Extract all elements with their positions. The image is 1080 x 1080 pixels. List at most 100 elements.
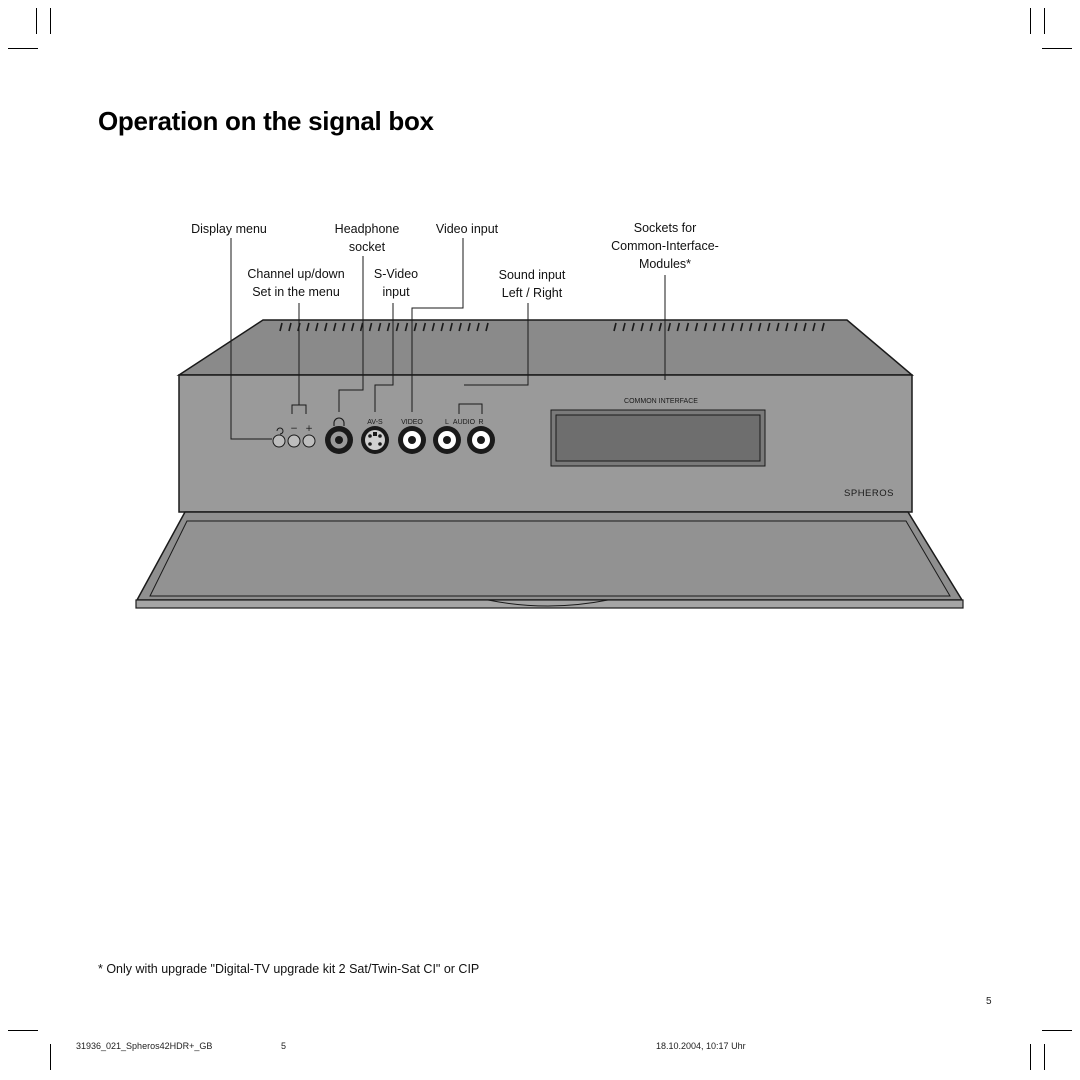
vent-slot (748, 322, 753, 332)
vent-slot (386, 322, 391, 332)
headphone-icon (333, 417, 345, 426)
vent-slot (476, 322, 480, 332)
vent-slot (431, 322, 436, 332)
audio-label: AUDIO (453, 419, 476, 426)
vent-slot (288, 322, 292, 332)
front-flap-edge (135, 599, 964, 609)
vent-slot (794, 322, 798, 332)
vent-slot (658, 322, 662, 332)
vent-slot (640, 322, 644, 332)
vent-slot (422, 322, 427, 332)
vent-slot (757, 322, 762, 332)
brand-logo: SPHEROS (844, 488, 894, 499)
video-label: VIDEO (401, 419, 423, 426)
page-number: 5 (986, 996, 992, 1007)
vent-slot (440, 322, 444, 332)
minus-symbol: − (290, 424, 298, 434)
label-video-input: Video input (436, 220, 498, 238)
leader-video (411, 238, 464, 412)
footer-datetime: 18.10.2004, 10:17 Uhr (656, 1041, 746, 1051)
vent-slot (306, 322, 310, 332)
label-sound-input: Sound input Left / Right (499, 266, 566, 302)
vent-slot (359, 322, 364, 332)
label-channel-line2: Set in the menu (252, 285, 340, 299)
label-video-input-text: Video input (435, 222, 499, 236)
vent-slot (350, 322, 355, 332)
vent-slot (712, 322, 717, 332)
vent-slot (449, 322, 453, 332)
vent-slot (613, 322, 617, 332)
crop-mark (1042, 48, 1072, 49)
vent-slot (324, 322, 328, 332)
label-svideo-line1: S-Video (373, 267, 419, 281)
vent-slot (821, 322, 825, 332)
menu-symbol-icon (276, 427, 284, 435)
crop-mark (36, 8, 37, 34)
leader-audio-bracket (458, 403, 483, 414)
front-flap-inner (149, 520, 951, 597)
ci-label: COMMON INTERFACE (624, 398, 698, 405)
vent-slot (667, 322, 672, 332)
channel-up-button (302, 434, 316, 448)
vent-slot (341, 322, 346, 332)
leader-channel-bracket (291, 404, 307, 414)
label-headphone-line2: socket (348, 240, 386, 254)
label-display-menu: Display menu (191, 220, 267, 238)
label-display-menu-text: Display menu (191, 222, 267, 236)
label-ci-sockets: Sockets for Common-Interface- Modules* (611, 219, 719, 273)
crop-mark (1044, 1044, 1045, 1070)
vent-slot (622, 322, 626, 332)
vent-slot (730, 322, 735, 332)
label-headphone-socket: Headphone socket (335, 220, 400, 256)
crop-mark (1044, 8, 1045, 34)
footer-file: 31936_021_Spheros42HDR+_GB (76, 1041, 213, 1051)
vent-slot (368, 322, 373, 332)
leader-display-menu (230, 238, 272, 440)
vent-slot (812, 322, 816, 332)
label-channel-up-down: Channel up/down Set in the menu (247, 265, 344, 301)
label-ci-line1: Sockets for (633, 221, 697, 235)
vent-slot (703, 322, 708, 332)
vent-slot (631, 322, 635, 332)
vent-slot (676, 322, 681, 332)
vent-slot (685, 322, 690, 332)
vent-slot (485, 322, 489, 332)
label-sound-line1: Sound input (498, 268, 566, 282)
vent-slots-right (613, 322, 825, 332)
crop-mark (50, 8, 51, 34)
leader-sound (464, 303, 529, 386)
vent-slot (467, 322, 471, 332)
label-sound-line2: Left / Right (501, 286, 563, 300)
vent-slot (377, 322, 382, 332)
footnote: * Only with upgrade "Digital-TV upgrade … (98, 962, 480, 976)
label-svideo-line2: input (382, 285, 410, 299)
crop-mark (1030, 1044, 1031, 1070)
crop-mark (1030, 8, 1031, 34)
callout-lines (230, 238, 666, 440)
audio-r-label: R (478, 419, 483, 426)
vent-slot (766, 322, 771, 332)
vent-slot (458, 322, 462, 332)
vent-slot (395, 322, 400, 332)
leader-svideo (374, 303, 394, 412)
vent-slot (694, 322, 699, 332)
vent-slot (785, 322, 789, 332)
label-ci-line2: Common-Interface- (611, 239, 719, 253)
label-headphone-line1: Headphone (334, 222, 400, 236)
label-ci-line3: Modules* (638, 257, 692, 271)
crop-mark (50, 1044, 51, 1070)
channel-down-button (287, 434, 301, 448)
vent-slot (279, 322, 283, 332)
crop-mark (8, 48, 38, 49)
leader-headphone (338, 256, 364, 412)
footer-page: 5 (281, 1041, 287, 1051)
vent-slot (739, 322, 744, 332)
vent-slot (803, 322, 807, 332)
plus-symbol: + (305, 424, 313, 434)
page-title: Operation on the signal box (98, 106, 434, 136)
menu-button (272, 434, 286, 448)
vent-slot (649, 322, 653, 332)
crop-mark (1042, 1030, 1072, 1031)
label-channel-line1: Channel up/down (247, 267, 345, 281)
